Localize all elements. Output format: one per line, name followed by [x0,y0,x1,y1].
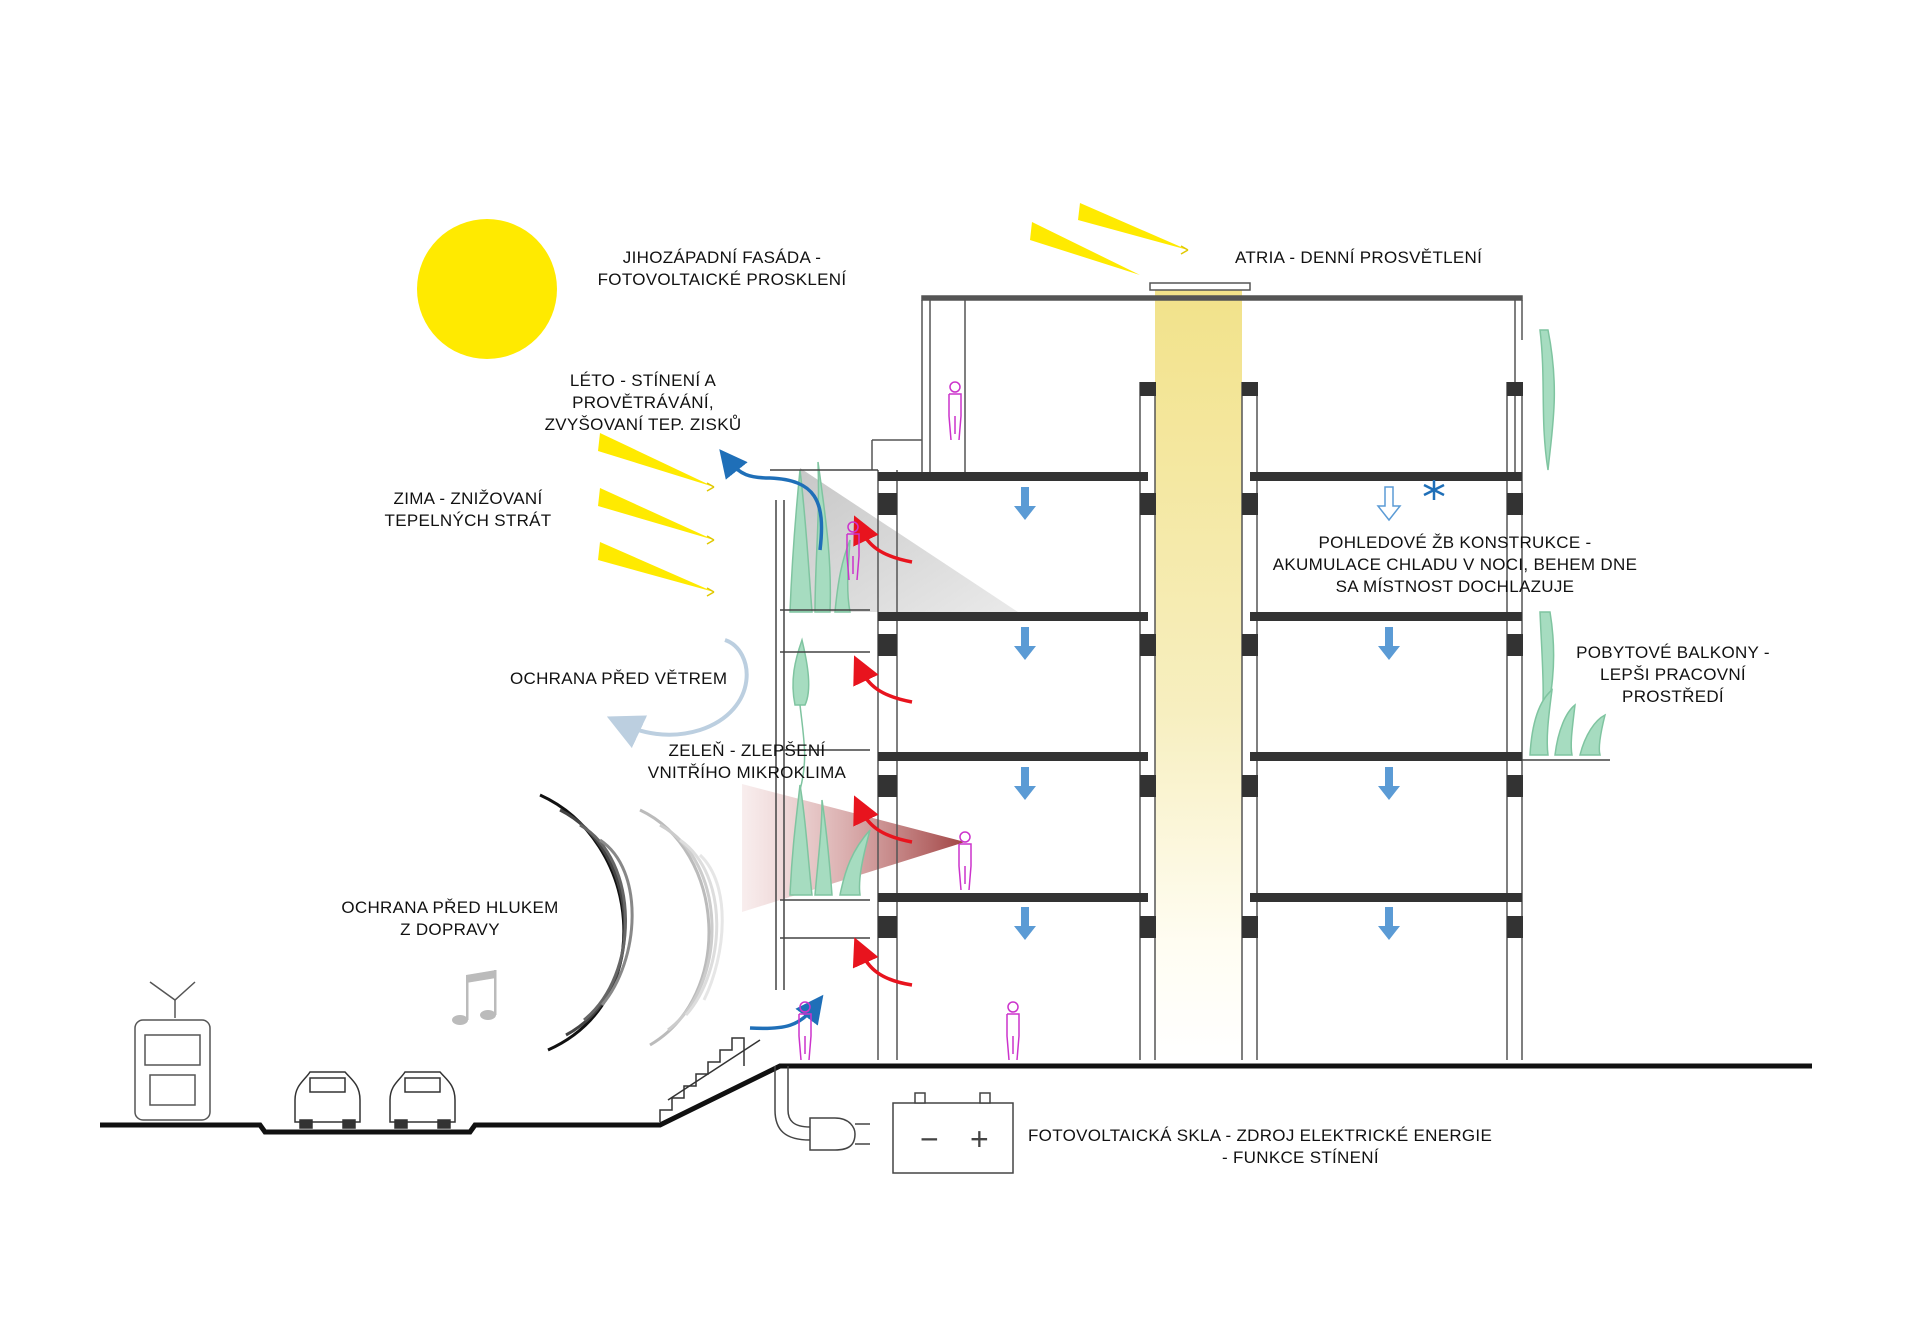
people-figures [798,381,1020,1061]
person-figure-5 [798,1001,812,1061]
person-figure-4 [1006,1001,1020,1061]
cooling-arrows [1014,487,1400,940]
battery-icon [892,1092,1014,1174]
ground-line [100,1063,1812,1135]
person-figure-2 [846,521,860,581]
battery-minus-sign: − [920,1121,939,1157]
car-icon-1 [294,1071,361,1129]
wind-arrow [606,638,749,749]
cooling-arrow-5 [1378,627,1400,660]
entrance-stairs [659,1037,761,1122]
cooling-arrow-6 [1378,767,1400,800]
label-concrete: POHLEDOVÉ ŽB KONSTRUKCE -AKUMULACE CHLAD… [1272,533,1638,596]
cooling-arrow-7 [1378,907,1400,940]
warm-air-arrows [852,515,913,987]
label-atria: ATRIA - DENNÍ PROSVĚTLENÍ [1235,248,1483,267]
person-figure-3 [958,831,972,891]
cooling-arrow-3 [1014,767,1036,800]
cooling-arrow-2 [1014,627,1036,660]
music-note-icon [452,970,497,1025]
label-photovoltaic: FOTOVOLTAICKÁ SKLA - ZDROJ ELEKTRICKÉ EN… [1028,1126,1493,1167]
noise-waves [539,793,724,1052]
greenery [789,329,1607,896]
label-wind: OCHRANA PŘED VĚTREM [510,669,728,688]
tram-icon [134,981,211,1121]
cable-and-plug [774,1066,870,1151]
atrium-light-shaft [1155,289,1242,1059]
cool-air-arrows [719,449,824,1031]
label-facade: JIHOZÁPADNÍ FASÁDA -FOTOVOLTAICKÉ PROSKL… [597,248,847,289]
sun-icon [417,219,557,359]
car-icon-2 [389,1071,456,1129]
floor-slabs [878,382,1523,938]
snowflake-icon [1423,480,1445,500]
cooling-arrow-4 [1014,907,1036,940]
battery-plus-sign: + [970,1121,989,1157]
sun-rays [598,203,1188,592]
cooling-arrow-1 [1014,487,1036,520]
person-figure-1 [948,381,962,441]
night-cooling-arrow [1376,486,1402,522]
